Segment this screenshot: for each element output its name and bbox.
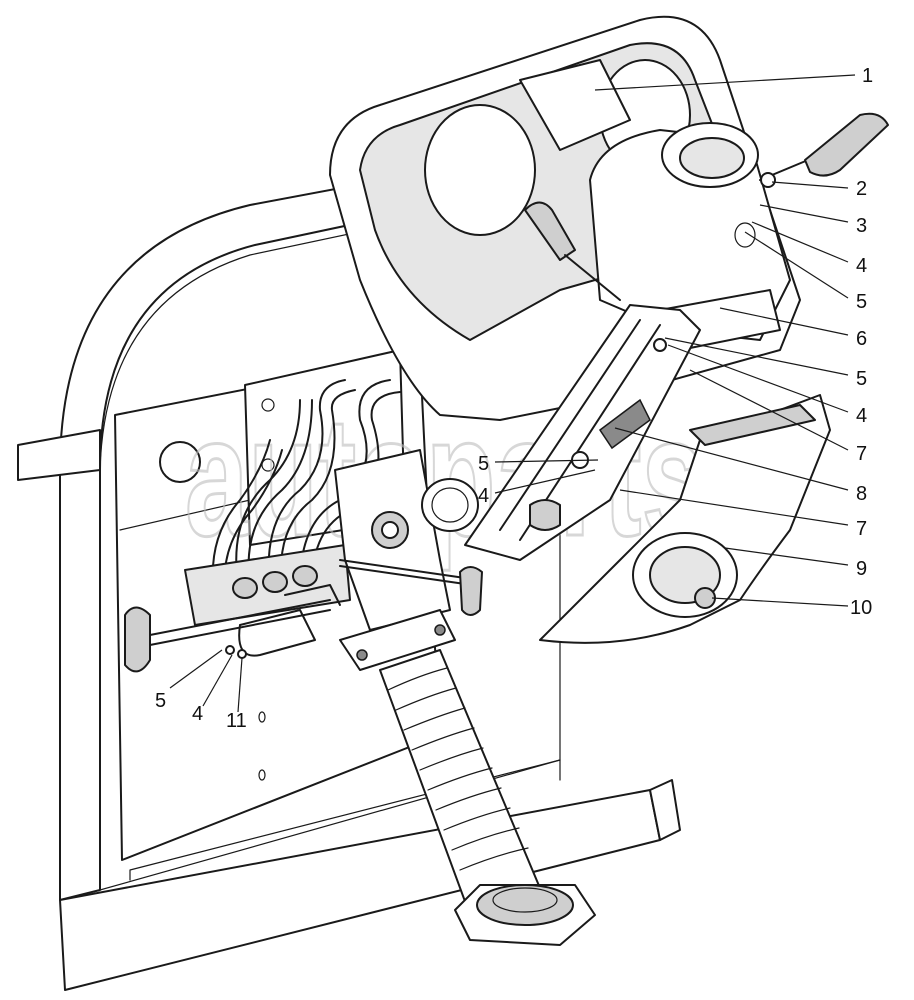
callout-7-upper: 7 — [856, 443, 867, 465]
callouts: 1 2 3 4 5 6 5 4 7 8 7 9 10 5 4 5 4 11 — [155, 65, 873, 732]
callout-4-center: 4 — [478, 485, 489, 507]
callout-9: 9 — [856, 558, 867, 580]
column-bracket — [464, 304, 701, 561]
callout-4-upper: 4 — [856, 255, 867, 277]
callout-5-center: 5 — [478, 453, 489, 475]
callout-3: 3 — [856, 215, 867, 237]
left-lever — [524, 201, 621, 301]
column-cover — [539, 394, 831, 644]
callout-2: 2 — [856, 178, 867, 200]
callout-10: 10 — [850, 597, 872, 619]
linkage-rod — [339, 559, 483, 616]
callout-5-lower: 5 — [155, 690, 166, 712]
callout-5-mid: 5 — [856, 368, 867, 390]
callout-6: 6 — [856, 328, 867, 350]
control-valve — [334, 449, 479, 671]
callout-7-lower: 7 — [856, 518, 867, 540]
multifunction-lever — [759, 112, 889, 188]
callout-1: 1 — [862, 65, 873, 87]
callout-11: 11 — [226, 710, 247, 732]
corrugated-boot — [379, 649, 596, 946]
callout-5-upper: 5 — [856, 291, 867, 313]
callout-8: 8 — [856, 483, 867, 505]
leader-lines — [169, 74, 856, 713]
callout-4-mid: 4 — [856, 405, 867, 427]
callout-4-lower: 4 — [192, 703, 203, 725]
